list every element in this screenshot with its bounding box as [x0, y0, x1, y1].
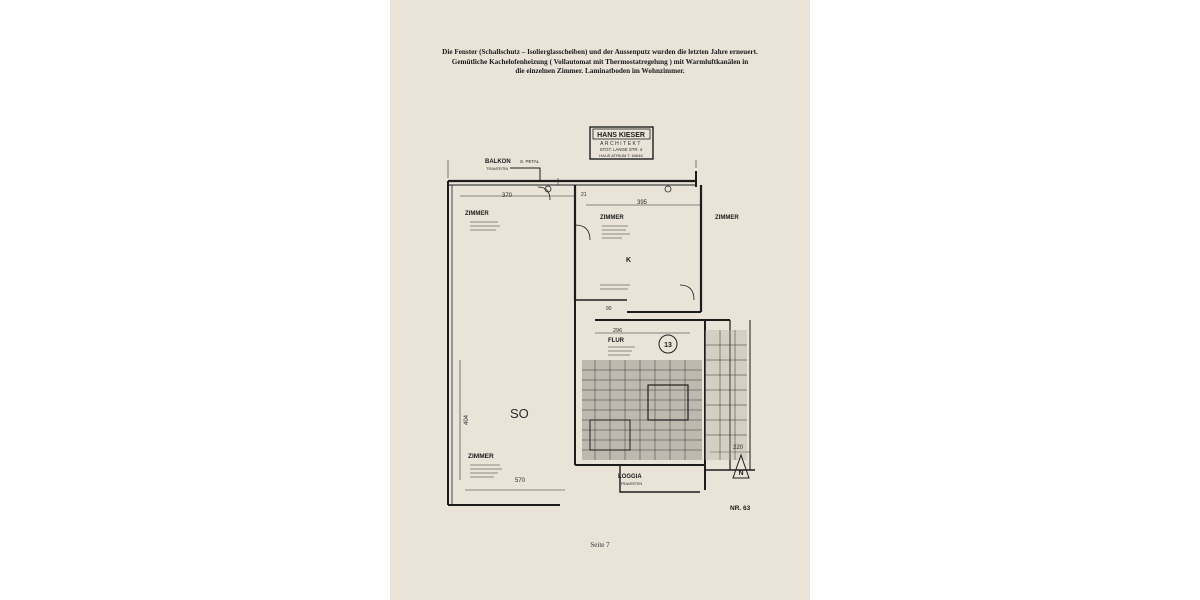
- stamp-title: ARCHITEKT: [600, 141, 642, 147]
- room-number-circle: [658, 334, 678, 354]
- dim-296: 296: [613, 328, 622, 334]
- label-loggia-note: TRAVERTIN: [620, 481, 642, 486]
- page-number: Seite 7: [590, 541, 610, 549]
- label-zimmer-right: ZIMMER: [715, 215, 739, 221]
- north-arrow-icon: [732, 453, 750, 479]
- label-zimmer-bottom: ZIMMER: [468, 453, 494, 460]
- walls: [447, 167, 755, 506]
- intro-line-3: die einzelnen Zimmer. Laminatboden im Wo…: [515, 67, 685, 75]
- dimension-labels: 370 395 296 570 220 404 21 90: [464, 192, 744, 484]
- mark-so: SO: [510, 406, 529, 421]
- dimension-lines: [447, 160, 750, 491]
- plan-marks: K SO 13 NR. 63 N: [510, 185, 751, 512]
- label-zimmer-center: ZIMMER: [600, 215, 624, 221]
- intro-paragraph: Die Fenster (Schallschutz – Isolierglass…: [408, 48, 792, 77]
- dim-220: 220: [733, 445, 744, 451]
- stamp-address: STGT. LANGE STR. 4: [600, 147, 643, 152]
- drawing-number: NR. 63: [730, 505, 751, 512]
- document-page: Die Fenster (Schallschutz – Isolierglass…: [390, 0, 810, 600]
- label-balkon-note: S. PETAL: [520, 159, 540, 164]
- mark-circle-number: 13: [664, 342, 672, 349]
- label-flur: FLUR: [608, 338, 625, 344]
- intro-line-1: Die Fenster (Schallschutz – Isolierglass…: [442, 48, 758, 56]
- mark-k: K: [626, 257, 631, 264]
- label-balkon-travertin: TRAVERTIN: [486, 166, 508, 171]
- label-balkon: BALKON: [485, 159, 511, 165]
- dim-395: 395: [637, 200, 648, 206]
- intro-line-2: Gemütliche Kachelofenheizung ( Vollautom…: [451, 57, 749, 66]
- label-zimmer-left: ZIMMER: [465, 211, 489, 217]
- dim-21: 21: [581, 192, 587, 198]
- dim-404: 404: [464, 414, 470, 425]
- dim-90: 90: [606, 306, 612, 312]
- stamp-phone: HAUS ATRIUM T. 64646: [599, 153, 643, 158]
- tiled-area: [582, 330, 747, 460]
- room-labels: BALKON S. PETAL TRAVERTIN ZIMMER ZIMMER …: [465, 159, 739, 486]
- north-symbol: N: [738, 470, 743, 477]
- architect-stamp: HANS KIESER ARCHITEKT STGT. LANGE STR. 4…: [589, 126, 654, 160]
- dim-570: 570: [515, 478, 526, 484]
- label-loggia: LOGGIA: [618, 474, 642, 480]
- stamp-name: HANS KIESER: [597, 132, 645, 139]
- dim-370: 370: [502, 193, 513, 199]
- floor-plan-drawing: HANS KIESER ARCHITEKT STGT. LANGE STR. 4…: [447, 126, 755, 512]
- room-detail-notes: [470, 221, 635, 478]
